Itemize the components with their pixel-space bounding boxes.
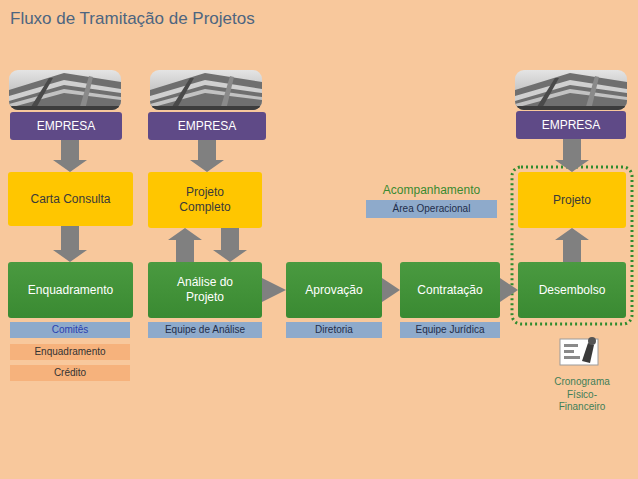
note-label: Cronograma Físico-Financeiro bbox=[550, 376, 614, 414]
node-text: Área Operacional bbox=[393, 203, 471, 216]
node-heading: Acompanhamento bbox=[346, 183, 517, 198]
block-arrow bbox=[168, 228, 202, 262]
block-arrow bbox=[53, 140, 87, 172]
node-text: Projeto Completo bbox=[170, 185, 240, 215]
node-text: Diretoria bbox=[315, 324, 353, 337]
block-arrow bbox=[53, 226, 87, 262]
node-text: Equipe Jurídica bbox=[416, 324, 485, 337]
block-arrow bbox=[190, 140, 224, 172]
node-text: EMPRESA bbox=[178, 119, 237, 134]
company-box: EMPRESA bbox=[148, 112, 266, 140]
process-box: Enquadramento bbox=[8, 262, 133, 318]
node-text: Carta Consulta bbox=[30, 192, 110, 207]
block-arrow bbox=[262, 278, 286, 302]
committee-tag: Crédito bbox=[10, 365, 130, 381]
node-text: Projeto bbox=[553, 193, 591, 208]
node-text: Análise do Projeto bbox=[170, 275, 240, 305]
process-box: Contratação bbox=[400, 262, 500, 318]
block-arrow bbox=[382, 278, 400, 302]
node-text: Crédito bbox=[54, 367, 86, 380]
building-photo bbox=[9, 70, 121, 110]
building-photo bbox=[150, 70, 262, 110]
block-arrow bbox=[213, 228, 247, 262]
document-box: Projeto Completo bbox=[148, 172, 262, 228]
responsible-tag: Comitês bbox=[10, 322, 130, 338]
node-text: Enquadramento bbox=[34, 346, 105, 359]
company-box: EMPRESA bbox=[516, 111, 626, 139]
responsible-tag: AcompanhamentoÁrea Operacional bbox=[366, 200, 497, 218]
node-text: Comitês bbox=[52, 324, 89, 337]
responsible-tag: Equipe de Análise bbox=[148, 322, 262, 338]
node-text: EMPRESA bbox=[37, 119, 96, 134]
block-arrow bbox=[555, 139, 589, 172]
building-photo bbox=[515, 70, 627, 110]
process-box: Aprovação bbox=[286, 262, 382, 318]
block-arrow bbox=[500, 278, 518, 302]
company-box: EMPRESA bbox=[10, 112, 122, 140]
node-text: Aprovação bbox=[305, 283, 362, 298]
document-box: Projeto bbox=[518, 172, 626, 228]
block-arrow bbox=[555, 228, 589, 262]
process-box: Análise do Projeto bbox=[148, 262, 262, 318]
diagram-title: Fluxo de Tramitação de Projetos bbox=[10, 9, 255, 29]
node-text: EMPRESA bbox=[542, 118, 601, 133]
responsible-tag: Diretoria bbox=[286, 322, 382, 338]
document-box: Carta Consulta bbox=[8, 172, 133, 226]
committee-tag: Enquadramento bbox=[10, 344, 130, 360]
responsible-tag: Equipe Jurídica bbox=[400, 322, 500, 338]
process-box: Desembolso bbox=[518, 262, 626, 318]
node-text: Contratação bbox=[417, 283, 482, 298]
node-text: Desembolso bbox=[539, 283, 606, 298]
node-text: Enquadramento bbox=[28, 283, 113, 298]
node-text: Equipe de Análise bbox=[165, 324, 245, 337]
schedule-icon bbox=[560, 337, 598, 365]
dotted-group-border bbox=[512, 167, 632, 324]
